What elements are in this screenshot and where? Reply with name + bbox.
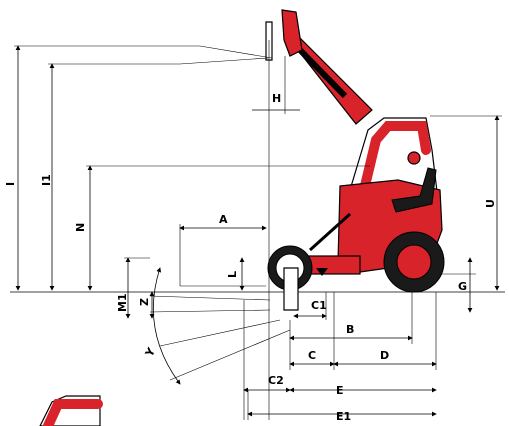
label-M1: M1	[116, 293, 129, 312]
label-G: G	[458, 280, 467, 293]
label-I1: I1	[40, 174, 53, 186]
label-A: A	[219, 213, 228, 226]
label-L: L	[226, 271, 239, 278]
label-I: I	[4, 182, 17, 186]
telehandler-machine	[265, 9, 445, 311]
label-D: D	[380, 349, 389, 362]
label-U: U	[484, 199, 497, 208]
engine-hub	[407, 151, 421, 165]
label-Y: Y	[142, 345, 158, 360]
rear-wheel-rim	[396, 244, 432, 280]
label-B: B	[346, 323, 354, 336]
label-N: N	[74, 223, 87, 232]
label-H: H	[272, 92, 281, 105]
label-E1: E1	[336, 410, 351, 423]
label-E: E	[336, 384, 344, 397]
front-forks	[283, 267, 299, 311]
boom-inner	[297, 47, 348, 99]
seat	[391, 167, 437, 213]
label-Z: Z	[138, 298, 151, 306]
boom-head	[281, 9, 303, 57]
label-C1: C1	[311, 299, 327, 312]
label-C: C	[308, 349, 316, 362]
inset-machine	[39, 395, 101, 426]
inset-machine-frame	[43, 399, 103, 426]
label-C2: C2	[268, 374, 284, 387]
pointer-arrow	[316, 268, 328, 276]
cabin-frame	[359, 121, 431, 195]
lift-cylinder	[308, 212, 352, 252]
